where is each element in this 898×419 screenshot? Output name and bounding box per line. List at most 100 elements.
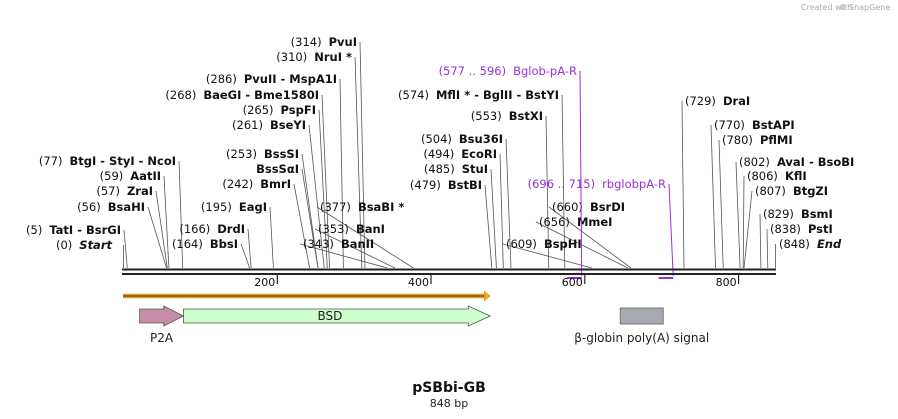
site-position: (261)	[232, 118, 263, 132]
site-label-bsmi[interactable]: (829)BsmI	[763, 207, 833, 221]
site-label-stui[interactable]: (485)StuI	[424, 162, 488, 176]
feature-bglobin-pa[interactable]	[619, 307, 664, 325]
site-label-bsphi[interactable]: (609)BspHI	[506, 237, 582, 251]
site-label-bseyi[interactable]: (261)BseYI	[232, 118, 306, 132]
site-label-bani[interactable]: (353)BanI	[318, 222, 385, 236]
feature-label-bglobin-pa: β-globin poly(A) signal	[574, 331, 709, 345]
site-name: NruI *	[314, 50, 352, 64]
feature-label-bsd: BSD	[317, 309, 342, 323]
site-line-eagi	[269, 206, 274, 269]
site-label-btgzi[interactable]: (807) BtgZI	[755, 184, 828, 198]
backbone-bottom-strand	[122, 273, 776, 275]
primer-range: (577 .. 596)	[439, 64, 507, 78]
primer-label-bglob-pa-r[interactable]: (577 .. 596) Bglob-pA-R	[439, 64, 577, 78]
site-position: (0)	[56, 238, 72, 252]
site-position: (57)	[96, 184, 120, 198]
site-position: (838)	[770, 222, 801, 236]
primer-name: Bglob-pA-R	[513, 64, 577, 78]
site-position: (343)	[303, 237, 334, 251]
site-name: BstXI	[509, 109, 543, 123]
site-name: BsrDI	[590, 200, 625, 214]
site-label-bsssai[interactable]: BssSαI	[256, 162, 299, 176]
plasmid-length: 848 bp	[430, 397, 468, 410]
site-label-ecori[interactable]: (494)EcoRI	[423, 147, 497, 161]
site-line-bstbi	[484, 184, 493, 269]
site-position: (5)	[26, 223, 42, 237]
site-label-kfli[interactable]: (806)KflI	[747, 169, 807, 183]
site-position: (286)	[206, 72, 237, 86]
site-position: (729)	[685, 94, 716, 108]
site-label-psti[interactable]: (838)PstI	[770, 222, 833, 236]
site-label-bstbi[interactable]: (479)BstBI	[410, 178, 482, 192]
site-label-bsu36i[interactable]: (504)Bsu36I	[421, 132, 503, 146]
site-position: (479)	[410, 178, 441, 192]
site-position: (780)	[722, 133, 753, 147]
site-label-start[interactable]: (0) Start	[56, 238, 113, 252]
credit-prefix: Created with	[801, 3, 852, 12]
site-name: End	[817, 237, 842, 251]
primer-range: (696 .. 715)	[528, 177, 596, 191]
site-line-nrui	[354, 56, 363, 269]
site-position: (314)	[291, 35, 322, 49]
site-label-pflmi[interactable]: (780)PflMI	[722, 133, 793, 147]
site-label-drdi[interactable]: (166)DrdI	[179, 222, 245, 236]
site-name: PvuII - MspA1I	[244, 72, 337, 86]
ruler-label: 800	[716, 276, 737, 289]
site-name: BtgZI	[793, 184, 828, 198]
site-position: (553)	[471, 109, 502, 123]
site-name: EcoRI	[461, 147, 497, 161]
site-label-bstxi[interactable]: (553) BstXI	[471, 109, 543, 123]
primer-label-rbglobpa-r[interactable]: (696 .. 715)rbglobpA-R	[528, 177, 666, 191]
feature-p2a[interactable]	[139, 305, 185, 327]
site-label-baegi[interactable]: (268)BaeGI - Bme1580I	[165, 88, 319, 102]
ruler-label: 600	[562, 276, 583, 289]
site-label-aatii[interactable]: (59)AatII	[100, 169, 161, 183]
site-label-banii[interactable]: (343)BanII	[303, 237, 374, 251]
site-label-bbsi[interactable]: (164)BbsI	[172, 237, 238, 251]
site-name: Start	[79, 238, 112, 252]
site-line-bsrdi	[548, 206, 632, 269]
site-name: ZraI	[127, 184, 153, 198]
site-name: EagI	[239, 200, 267, 214]
site-label-bsrdi[interactable]: (660)BsrDI	[552, 200, 625, 214]
site-label-bsssi[interactable]: (253)BssSI	[226, 147, 299, 161]
site-label-bsahi[interactable]: (56)BsaHI	[77, 200, 145, 214]
site-label-mfli[interactable]: (574)MflI * - BglII - BstYI	[398, 88, 559, 102]
site-name: BaeGI - Bme1580I	[203, 88, 319, 102]
site-label-bmri[interactable]: (242)BmrI	[222, 177, 291, 191]
site-label-pspfi[interactable]: (265)PspFI	[243, 103, 316, 117]
site-label-mmei[interactable]: (656)MmeI	[539, 215, 612, 229]
site-label-tati[interactable]: (5)TatI - BsrGI	[26, 223, 121, 237]
site-name: BsmI	[801, 207, 833, 221]
site-name: DraI	[723, 94, 750, 108]
site-name: BsaBI *	[358, 200, 404, 214]
site-label-pvui[interactable]: (314)PvuI	[291, 35, 357, 49]
site-label-nrui[interactable]: (310) NruI *	[276, 50, 352, 64]
site-label-bsabi[interactable]: (377) BsaBI *	[320, 200, 404, 214]
site-label-pvuii[interactable]: (286) PvuII - MspA1I	[206, 72, 337, 86]
sequence-backbone	[122, 268, 776, 275]
site-line-mfli	[561, 94, 566, 269]
site-position: (59)	[100, 169, 124, 183]
plasmid-name: pSBbi-GB	[412, 380, 486, 396]
feature-bsd[interactable]	[183, 305, 492, 327]
site-label-drai[interactable]: (729) DraI	[685, 94, 750, 108]
site-name: BsaHI	[108, 200, 145, 214]
site-name: PspFI	[281, 103, 316, 117]
site-line-bsahi	[147, 206, 167, 269]
site-label-end[interactable]: (848)End	[779, 237, 842, 251]
site-label-btgi[interactable]: (77)BtgI - StyI - NcoI	[39, 154, 176, 168]
site-line-bsabi	[316, 206, 414, 269]
site-label-bstapi[interactable]: (770)BstAPI	[714, 118, 795, 132]
site-line-bsu36i	[505, 138, 512, 269]
site-position: (310)	[276, 50, 307, 64]
site-position: (377)	[320, 200, 351, 214]
primer-layer: (577 .. 596) Bglob-pA-R (696 .. 715)rbglob…	[439, 64, 674, 279]
site-label-avai[interactable]: (802)AvaI - BsoBI	[739, 155, 854, 169]
site-label-eagi[interactable]: (195)EagI	[201, 200, 267, 214]
site-position: (807)	[755, 184, 786, 198]
site-label-zrai[interactable]: (57) ZraI	[96, 184, 153, 198]
